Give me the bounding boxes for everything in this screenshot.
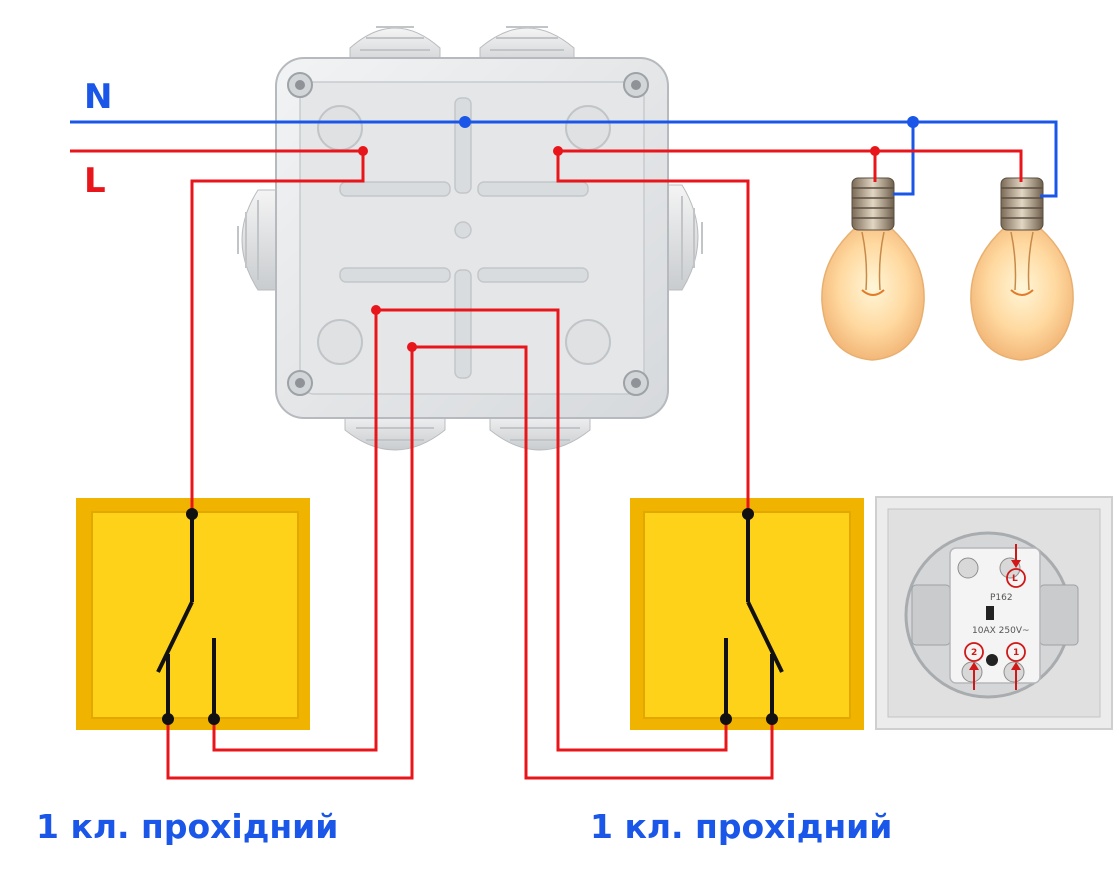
light-bulb-2: [970, 177, 1074, 361]
terminal-marker-1: 1: [1006, 642, 1026, 690]
light-bulb-1: [821, 177, 925, 361]
switch-mechanism-photo: P162 10AX 250V~ L 2 1: [875, 496, 1113, 730]
live-label: L: [84, 161, 106, 201]
cable-gland-left: [237, 189, 281, 291]
switch-rating-text: 10AX 250V~: [972, 626, 1030, 636]
neutral-wires: [70, 120, 1058, 198]
junction-dot: [459, 116, 471, 128]
switch-symbol-right: [724, 514, 784, 718]
svg-text:1: 1: [1013, 648, 1019, 658]
box-screw: [623, 72, 649, 98]
cable-gland-right: [659, 184, 703, 291]
junction-box: [237, 26, 703, 451]
switch-symbol-left: [156, 514, 216, 718]
svg-text:2: 2: [971, 648, 977, 658]
left-switch-caption: 1 кл. прохідний: [36, 807, 338, 846]
box-screw: [623, 370, 649, 396]
box-screw: [287, 370, 313, 396]
terminal-marker-2: 2: [964, 642, 984, 690]
terminal-screw: [957, 557, 1025, 683]
connection-dots: [358, 146, 880, 352]
live-wires: [70, 149, 1023, 780]
box-screw: [287, 72, 313, 98]
junction-dot: [907, 116, 919, 128]
switch-contact-dots: [162, 508, 778, 725]
terminal-marker-common: L: [1006, 544, 1026, 588]
right-switch-caption: 1 кл. прохідний: [590, 807, 892, 846]
switch-model-text: P162: [990, 593, 1013, 603]
svg-text:L: L: [1012, 574, 1018, 584]
cable-gland-bottom-left: [344, 411, 446, 451]
cable-gland-bottom-right: [489, 411, 591, 451]
neutral-label: N: [84, 77, 112, 117]
